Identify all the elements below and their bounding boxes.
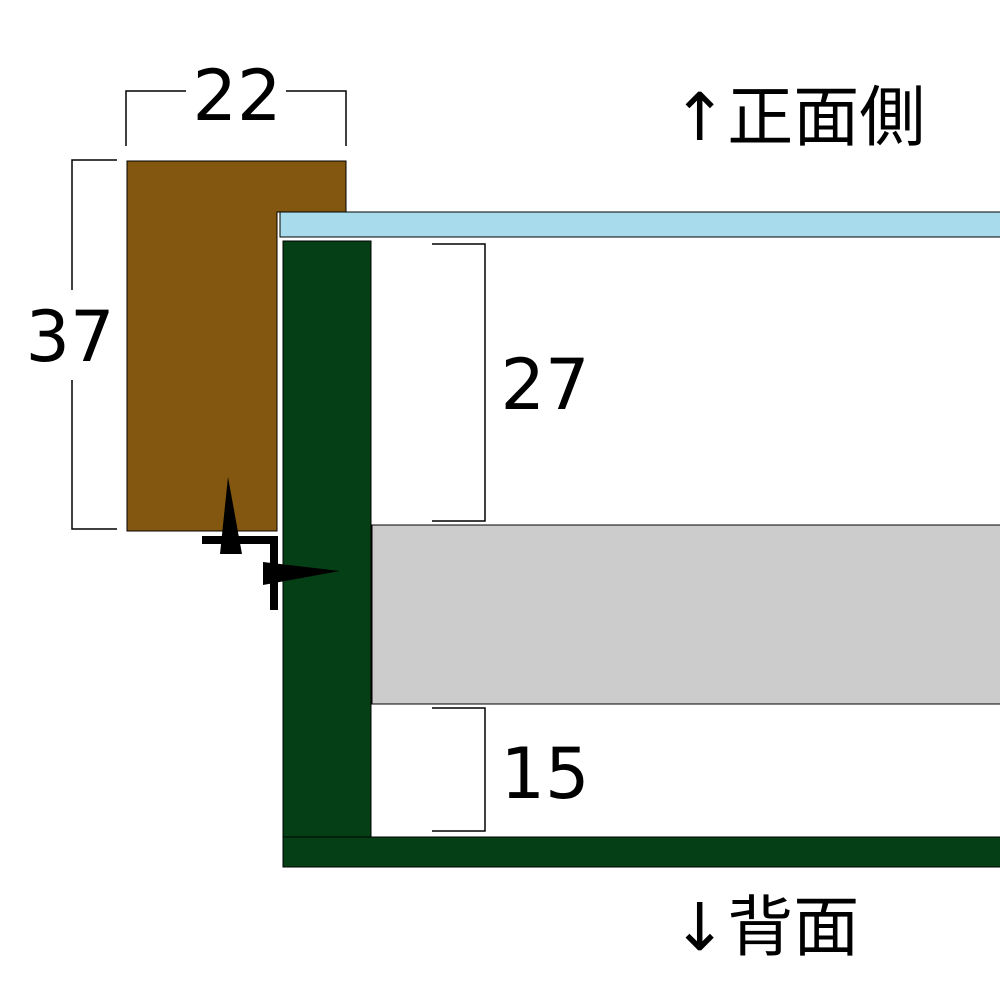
- front-side-label: ↑正面側: [672, 79, 925, 156]
- artwork-panel: [371, 524, 1000, 705]
- backing-side: [282, 240, 372, 838]
- dimension-width-label: 22: [192, 55, 281, 137]
- dimension-width: [125, 90, 347, 146]
- dimension-height: [71, 159, 117, 530]
- back-side-label: ↓背面: [672, 889, 859, 966]
- dimension-back-gap-label: 15: [500, 733, 589, 815]
- arrow-up-icon: [220, 477, 242, 554]
- dimension-height-label: 37: [25, 296, 114, 378]
- arrow-right-icon: [263, 562, 340, 585]
- dimension-front-gap: [432, 243, 486, 522]
- dimension-back-gap: [432, 707, 486, 832]
- frame-profile: [126, 160, 347, 532]
- dimension-front-gap-label: 27: [500, 344, 589, 426]
- backing-bottom: [282, 836, 1000, 868]
- glass-layer: [279, 211, 1000, 238]
